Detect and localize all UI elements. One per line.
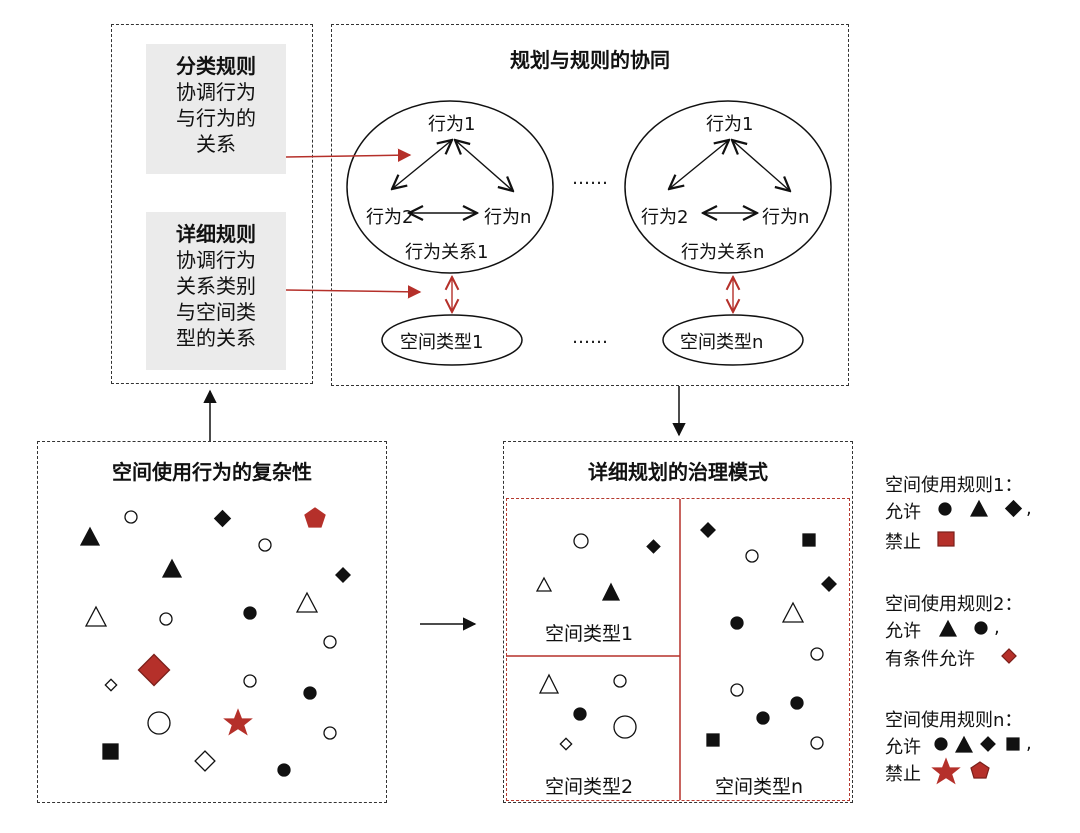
legend-rule-n-comma: , — [1026, 733, 1032, 754]
relations-ellipsis: …… — [572, 168, 608, 189]
complexity-panel-title: 空间使用行为的复杂性 — [112, 460, 312, 484]
legend-rule-2-conditional: 有条件允许 — [885, 649, 975, 670]
zone-n-label: 空间类型n — [715, 776, 804, 798]
governance-zones-frame — [506, 498, 850, 801]
governance-symbols — [535, 522, 837, 751]
detailed-rule-line: 协调行为 — [176, 248, 256, 272]
zone-1-label: 空间类型1 — [545, 623, 634, 645]
space-type-1-ellipse — [381, 314, 523, 366]
space-type-n-ellipse — [662, 314, 804, 366]
coordination-panel — [331, 24, 849, 386]
governance-panel-title: 详细规划的治理模式 — [588, 460, 768, 484]
legend-rule-1-forbid: 禁止 — [885, 532, 921, 553]
legend-rule-2-comma: , — [994, 617, 1000, 638]
detailed-rule-line: 与空间类 — [176, 300, 256, 324]
space-type-1-label: 空间类型1 — [400, 332, 484, 353]
complexity-symbols — [79, 507, 351, 777]
classification-rule-line: 与行为的 — [176, 106, 256, 130]
relation-1-behavior-right: 行为n — [484, 207, 532, 228]
behavior-relation-1-ellipse — [346, 100, 554, 274]
legend-rule-n-allow: 允许 — [885, 737, 921, 758]
coordination-panel-title: 规划与规则的协同 — [510, 48, 670, 72]
rules-panel — [111, 24, 313, 384]
legend-rule-1-allow: 允许 — [885, 502, 921, 523]
detailed-rule-arrow — [285, 285, 422, 299]
zone-2-label: 空间类型2 — [545, 776, 634, 798]
relation-1-name: 行为关系1 — [405, 242, 489, 263]
detailed-rule-title: 详细规则 — [176, 222, 256, 246]
space-types-ellipsis: …… — [572, 327, 608, 348]
legend-rule-2-title: 空间使用规则2： — [885, 594, 1023, 615]
classification-rule-line: 关系 — [196, 132, 236, 156]
complexity-panel — [37, 441, 387, 803]
detailed-rule-line: 型的关系 — [176, 326, 256, 350]
relation-1-behavior-left: 行为2 — [366, 207, 414, 228]
relation-n-behavior-right: 行为n — [762, 207, 810, 228]
legend-rule-1-title: 空间使用规则1： — [885, 475, 1023, 496]
legend-rule-2-allow: 允许 — [885, 621, 921, 642]
legend-rule-n-title: 空间使用规则n： — [885, 710, 1023, 731]
relation-n-behavior-left: 行为2 — [641, 207, 689, 228]
detailed-rule-line: 关系类别 — [176, 274, 256, 298]
detailed-rule-card: 详细规则 协调行为 关系类别 与空间类 型的关系 — [146, 212, 286, 370]
legend-rule-n-forbid: 禁止 — [885, 764, 921, 785]
space-type-n-label: 空间类型n — [680, 332, 764, 353]
relation-n-behavior-top: 行为1 — [706, 114, 754, 135]
behavior-relation-n-ellipse — [624, 100, 832, 274]
classification-rule-line: 协调行为 — [176, 80, 256, 104]
classification-rule-title: 分类规则 — [176, 54, 256, 78]
classification-rule-card: 分类规则 协调行为 与行为的 关系 — [146, 44, 286, 174]
relation-1-behavior-top: 行为1 — [428, 114, 476, 135]
classification-rule-arrow — [285, 148, 412, 162]
relation-n-name: 行为关系n — [681, 242, 765, 263]
legend-symbols — [931, 499, 1023, 785]
governance-panel — [503, 441, 853, 803]
legend-rule-1-comma: , — [1026, 498, 1032, 519]
